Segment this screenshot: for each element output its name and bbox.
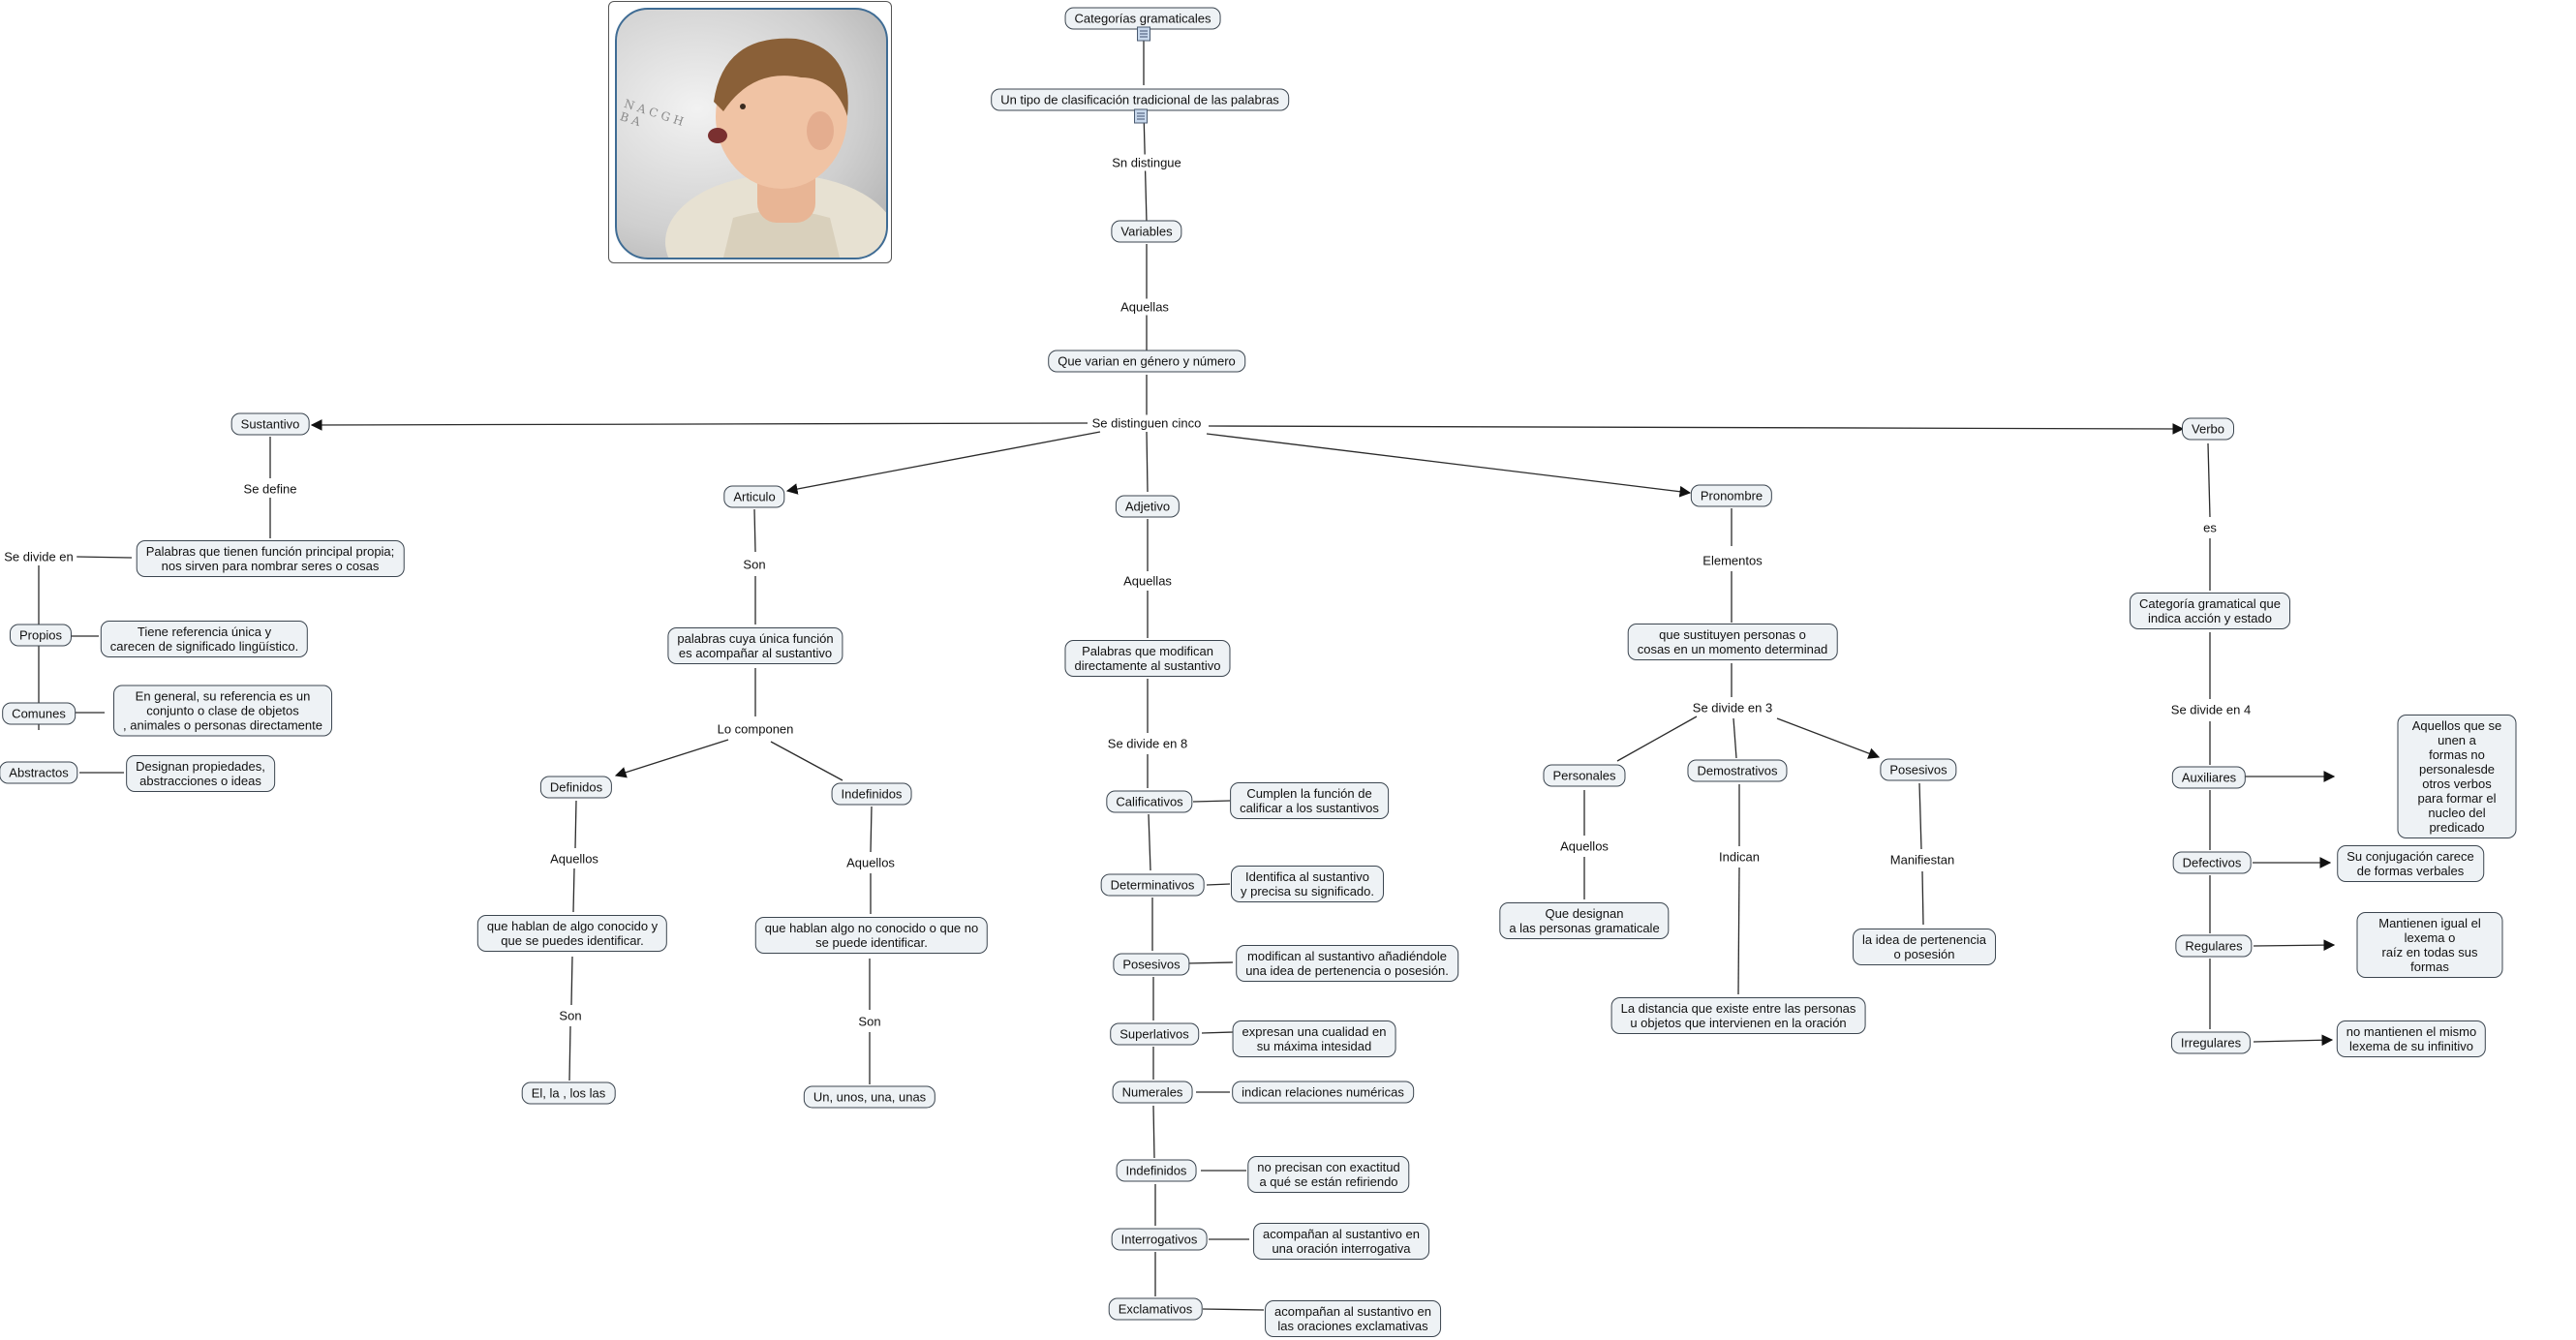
node-propios[interactable]: Propios — [9, 624, 73, 647]
node-indefinidos-ejemplos[interactable]: Un, unos, una, unas — [803, 1085, 936, 1109]
node-irregulares[interactable]: Irregulares — [2170, 1031, 2252, 1054]
node-regulares[interactable]: Regulares — [2175, 934, 2253, 958]
link-aquellas: Aquellas — [1120, 572, 1175, 590]
node-variables[interactable]: Variables — [1111, 220, 1182, 243]
link-son: Son — [556, 1007, 585, 1024]
node-calificativos[interactable]: Calificativos — [1106, 790, 1193, 813]
link-lo-componen: Lo componen — [714, 720, 797, 738]
node-indefinidos-articulo[interactable]: Indefinidos — [831, 782, 912, 806]
node-verbo-def[interactable]: Categoría gramatical que indica acción y… — [2130, 593, 2290, 629]
node-demostrativos-def[interactable]: La distancia que existe entre las person… — [1610, 997, 1866, 1034]
boy-illustration — [665, 38, 886, 258]
link-indican: Indican — [1716, 848, 1763, 866]
node-varian[interactable]: Que varian en género y número — [1048, 350, 1245, 373]
node-posesivos-pronombre-def[interactable]: la idea de pertenencia o posesión — [1853, 929, 1996, 965]
document-icon[interactable] — [1137, 26, 1150, 42]
link-se-distinguen: Se distinguen cinco — [1089, 414, 1205, 432]
node-auxiliares-def[interactable]: Aquellos que se unen a formas no persona… — [2397, 715, 2517, 838]
node-indefinidos-adjetivo[interactable]: Indefinidos — [1116, 1159, 1197, 1182]
node-comunes-def[interactable]: En general, su referencia es un conjunto… — [113, 685, 332, 737]
link-aquellos: Aquellos — [843, 854, 898, 871]
node-numerales[interactable]: Numerales — [1112, 1081, 1193, 1104]
node-posesivos-def[interactable]: modifican al sustantivo añadiéndole una … — [1236, 945, 1458, 982]
node-clasificacion[interactable]: Un tipo de clasificación tradicional de … — [991, 88, 1289, 111]
node-numerales-def[interactable]: indican relaciones numéricas — [1232, 1081, 1414, 1104]
node-indefinidos-desc[interactable]: que hablan algo no conocido o que no se … — [754, 917, 989, 954]
link-se-define: Se define — [240, 480, 300, 498]
node-exclamativos-def[interactable]: acompañan al sustantivo en las oraciones… — [1265, 1300, 1441, 1337]
link-manifiestan: Manifiestan — [1886, 851, 1958, 868]
node-pronombre[interactable]: Pronombre — [1690, 484, 1773, 507]
node-sustantivo[interactable]: Sustantivo — [230, 412, 310, 436]
node-irregulares-def[interactable]: no mantienen el mismo lexema de su infin… — [2336, 1020, 2487, 1057]
node-exclamativos[interactable]: Exclamativos — [1108, 1297, 1203, 1321]
node-adjetivo[interactable]: Adjetivo — [1115, 495, 1181, 518]
link-aquellos: Aquellos — [547, 850, 601, 868]
node-posesivos-adjetivo[interactable]: Posesivos — [1113, 953, 1190, 976]
document-icon[interactable] — [1134, 108, 1148, 124]
node-propios-def[interactable]: Tiene referencia única y carecen de sign… — [100, 621, 309, 657]
node-abstractos[interactable]: Abstractos — [0, 761, 78, 784]
link-son: Son — [855, 1013, 884, 1030]
node-indefinidos-adjetivo-def[interactable]: no precisan con exactitud a qué se están… — [1247, 1156, 1410, 1193]
node-personales[interactable]: Personales — [1543, 764, 1626, 787]
node-regulares-def[interactable]: Mantienen igual el lexema o raíz en toda… — [2356, 912, 2503, 978]
node-definidos-desc[interactable]: que hablan de algo conocido y que se pue… — [476, 915, 668, 952]
link-aquellas: Aquellas — [1118, 298, 1172, 316]
node-posesivos-pronombre[interactable]: Posesivos — [1880, 758, 1957, 781]
link-es: es — [2200, 519, 2220, 536]
link-sn-distingue: Sn distingue — [1109, 154, 1184, 171]
node-superlativos-def[interactable]: expresan una cualidad en su máxima intes… — [1232, 1020, 1396, 1057]
node-articulo-def[interactable]: palabras cuya única función es acompañar… — [667, 627, 843, 664]
node-personales-def[interactable]: Que designan a las personas gramaticale — [1499, 902, 1670, 939]
node-verbo[interactable]: Verbo — [2182, 417, 2234, 441]
node-defectivos[interactable]: Defectivos — [2172, 851, 2252, 874]
link-se-divide-en: Se divide en — [1, 548, 77, 565]
node-interrogativos[interactable]: Interrogativos — [1111, 1228, 1208, 1251]
link-aquellos: Aquellos — [1557, 838, 1611, 855]
node-definidos-ejemplos[interactable]: El, la , los las — [521, 1081, 616, 1105]
node-auxiliares[interactable]: Auxiliares — [2171, 766, 2247, 789]
boy-speaking-image: N A C G H B A — [615, 8, 888, 259]
node-determinativos[interactable]: Determinativos — [1100, 873, 1205, 897]
node-sustantivo-def[interactable]: Palabras que tienen función principal pr… — [136, 540, 405, 577]
node-superlativos[interactable]: Superlativos — [1110, 1022, 1199, 1046]
node-abstractos-def[interactable]: Designan propiedades, abstracciones o id… — [126, 755, 275, 792]
node-definidos[interactable]: Definidos — [539, 776, 613, 799]
node-pronombre-def[interactable]: que sustituyen personas o cosas en un mo… — [1627, 624, 1838, 660]
node-defectivos-def[interactable]: Su conjugación carece de formas verbales — [2337, 845, 2484, 882]
link-se-divide-4: Se divide en 4 — [2167, 701, 2254, 718]
node-demostrativos[interactable]: Demostrativos — [1687, 759, 1788, 782]
node-determinativos-def[interactable]: Identifica al sustantivo y precisa su si… — [1230, 866, 1385, 902]
node-interrogativos-def[interactable]: acompañan al sustantivo en una oración i… — [1253, 1223, 1429, 1260]
image-frame: N A C G H B A — [608, 1, 892, 263]
node-comunes[interactable]: Comunes — [2, 702, 76, 725]
node-articulo[interactable]: Articulo — [723, 485, 785, 508]
link-elementos: Elementos — [1700, 552, 1765, 569]
node-root[interactable]: Categorías gramaticales — [1064, 7, 1221, 30]
link-se-divide-8: Se divide en 8 — [1104, 735, 1191, 752]
link-se-divide-3: Se divide en 3 — [1689, 699, 1776, 716]
node-adjetivo-def[interactable]: Palabras que modifican directamente al s… — [1064, 640, 1231, 677]
link-son: Son — [740, 556, 769, 573]
node-calificativos-def[interactable]: Cumplen la función de calificar a los su… — [1230, 782, 1389, 819]
